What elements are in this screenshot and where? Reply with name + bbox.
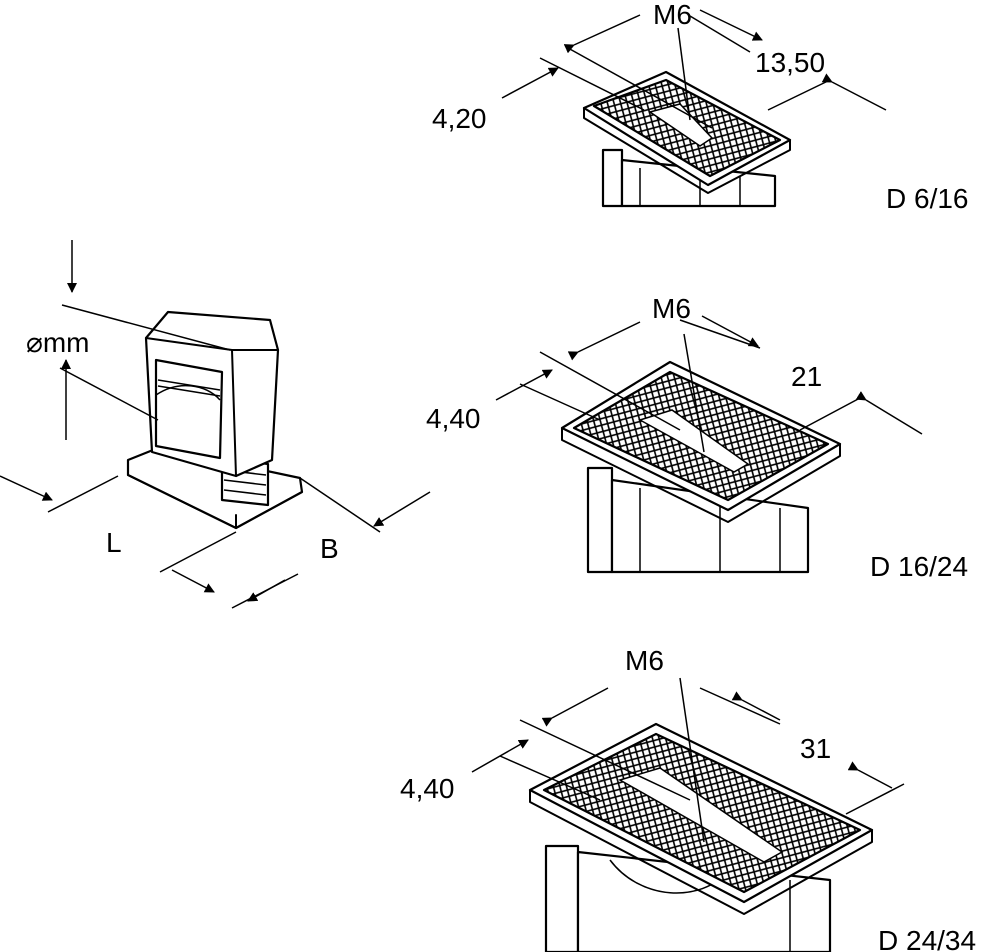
- variant-d16-24-width: 21: [791, 361, 822, 392]
- width-label: B: [320, 533, 339, 564]
- variant-d6-16-height: 4,20: [432, 103, 487, 134]
- variant-d16-24-height: 4,40: [426, 403, 481, 434]
- variant-d6-16-dimensions: [501, 9, 887, 129]
- variant-d24-34-thread: M6: [625, 645, 664, 676]
- variant-d6-16-width: 13,50: [755, 47, 825, 78]
- diameter-label: ⌀mm: [26, 327, 90, 358]
- variant-d16-24-thread: M6: [652, 293, 691, 324]
- variant-d24-34-height: 4,40: [400, 773, 455, 804]
- variant-d16-24-name: D 16/24: [870, 551, 968, 582]
- variant-d6-16-name: D 6/16: [886, 183, 969, 214]
- variant-d24-34-drawing: [528, 722, 874, 952]
- variant-d24-34-name: D 24/34: [878, 925, 976, 952]
- overview-dimensions: [0, 240, 431, 609]
- variant-d24-34-dimensions: [471, 677, 905, 843]
- variant-d16-24-dimensions: [495, 315, 923, 453]
- variant-d24-34-width: 31: [800, 733, 831, 764]
- overview-clamp: [126, 310, 304, 530]
- variant-d6-16-thread: M6: [653, 0, 692, 30]
- variant-d6-16-drawing: [582, 70, 792, 208]
- variant-d16-24-drawing: [560, 360, 842, 574]
- length-label: L: [106, 527, 122, 558]
